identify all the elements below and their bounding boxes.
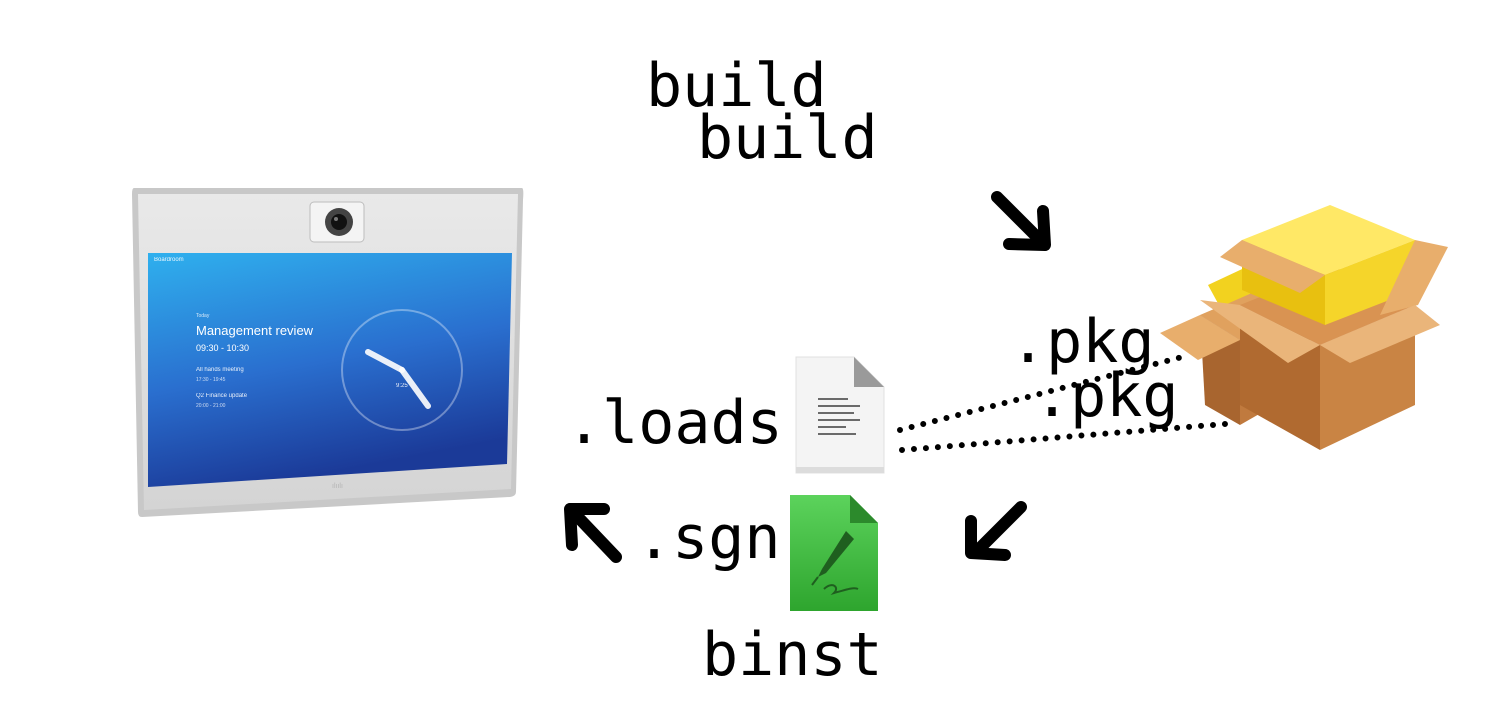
screen-clock-time: 9:25 (396, 383, 408, 389)
screen-meeting-2-time: 17:30 - 19:45 (196, 377, 226, 383)
screen-meeting-title: Management review (196, 323, 314, 338)
package-box-icon (1160, 205, 1448, 450)
build-label-secondary: build (697, 103, 878, 173)
screen-meeting-3: Q2 Finance update (196, 393, 248, 399)
screen-meeting-2: All hands meeting (196, 367, 244, 373)
binst-label: binst (702, 620, 883, 690)
screen-meeting-time: 09:30 - 10:30 (196, 343, 250, 353)
screen-meeting-3-time: 20:00 - 21:00 (196, 403, 226, 409)
device-screen: Boardroom Today Management review 09:30 … (148, 253, 508, 489)
sgn-label: .sgn (636, 503, 781, 573)
dotted-connectors (897, 352, 1228, 453)
arrow-down-left-icon (965, 501, 1027, 561)
svg-text:ılıılı: ılıılı (332, 483, 343, 490)
arrow-down-right-icon (991, 191, 1051, 251)
text-document-icon (795, 356, 885, 474)
pkg-label: .pkg (1010, 307, 1155, 377)
loads-label: .loads (566, 388, 783, 458)
build-label: build (646, 51, 827, 121)
video-conferencing-device-icon: ılıılı Boardroom Today Management review… (120, 180, 540, 530)
signed-document-icon (790, 495, 878, 611)
screen-today: Today (196, 313, 210, 319)
arrow-up-left-icon (564, 503, 622, 563)
screen-brand: Boardroom (154, 257, 184, 263)
